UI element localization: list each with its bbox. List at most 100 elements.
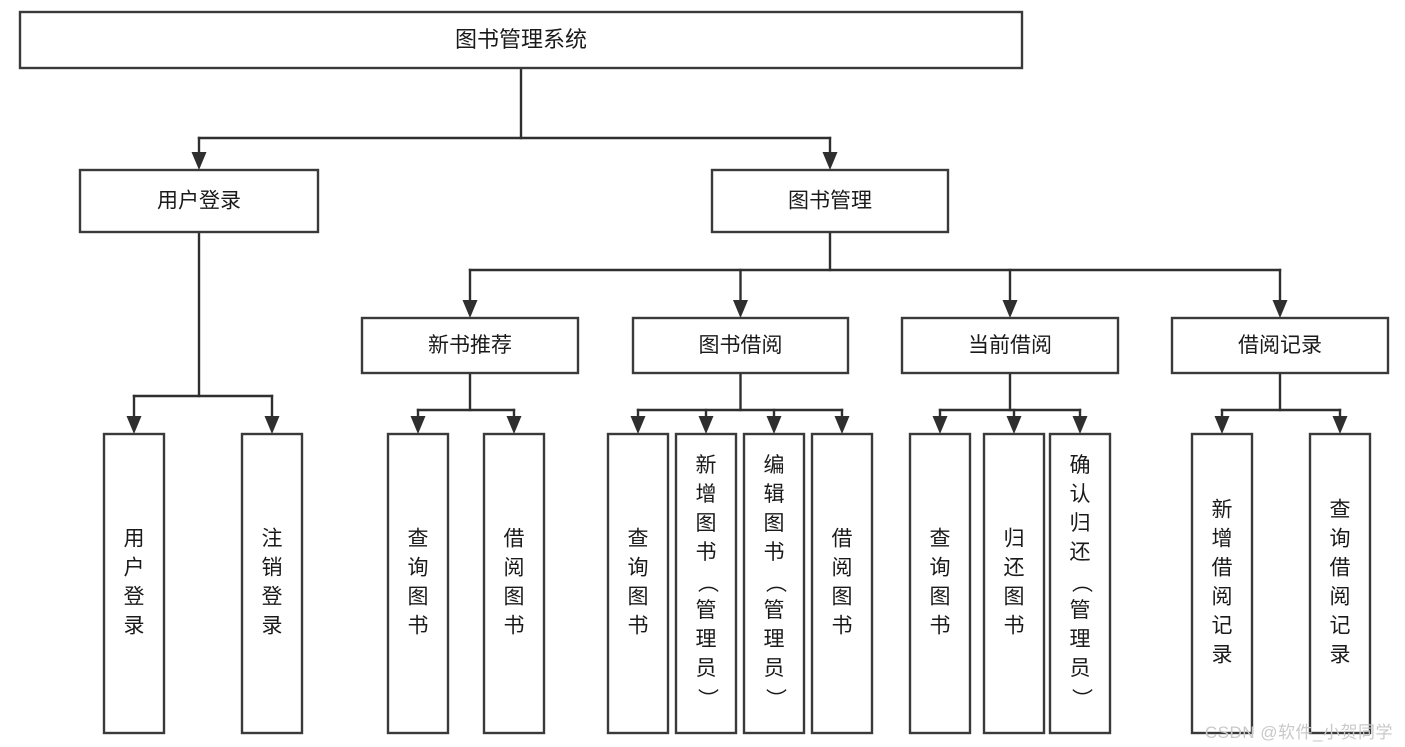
node-borrow-record[interactable]: 借阅记录 (1170, 316, 1390, 375)
svg-text:录: 录 (262, 615, 283, 638)
svg-text:查: 查 (930, 528, 951, 551)
svg-text:）: ） (763, 688, 786, 709)
svg-text:户: 户 (124, 557, 145, 580)
svg-text:借: 借 (1212, 557, 1233, 580)
arrow-head-icon-user-login (191, 152, 207, 170)
arrow-head-icon-leaf-return-book (1006, 416, 1022, 434)
svg-text:录: 录 (124, 615, 145, 638)
svg-text:（: （ (763, 572, 786, 593)
svg-text:图: 图 (504, 586, 525, 609)
svg-text:图: 图 (628, 586, 649, 609)
leaf-leaf-return-book-rect (982, 432, 1046, 735)
leaf-leaf-confirm-return-admin-rect (1048, 432, 1112, 735)
svg-text:图: 图 (1004, 586, 1025, 609)
svg-text:书: 书 (1004, 615, 1025, 638)
svg-text:借: 借 (832, 528, 853, 551)
node-book-manage[interactable]: 图书管理 (710, 168, 950, 234)
arrow-head-icon-book-manage (822, 152, 838, 170)
svg-text:图: 图 (832, 586, 853, 609)
node-borrow-record-rect (1170, 316, 1390, 375)
arrow-head-icon-leaf-add-borrow-record (1214, 416, 1230, 434)
node-root-label: 图书管理系统 (455, 27, 587, 52)
svg-text:询: 询 (628, 557, 649, 580)
svg-text:查: 查 (628, 528, 649, 551)
svg-text:书: 书 (832, 615, 853, 638)
leaf-leaf-borrow-book-1-rect (482, 432, 546, 735)
leaf-leaf-user-login[interactable]: 用户登录 (102, 432, 166, 735)
svg-text:录: 录 (1330, 644, 1351, 667)
arrow-head-icon-leaf-edit-book-admin (766, 416, 782, 434)
svg-text:增: 增 (696, 483, 717, 506)
node-borrow-record-label: 借阅记录 (1238, 334, 1322, 357)
svg-text:归: 归 (1070, 512, 1091, 535)
node-current-borrow[interactable]: 当前借阅 (900, 316, 1120, 375)
node-book-borrow-label: 图书借阅 (699, 334, 783, 357)
svg-text:新: 新 (1212, 499, 1233, 522)
node-new-book-recommend-label: 新书推荐 (428, 334, 512, 357)
svg-text:新: 新 (696, 454, 717, 477)
leaf-leaf-query-book-3-rect (908, 432, 972, 735)
node-user-login[interactable]: 用户登录 (78, 168, 320, 234)
svg-text:书: 书 (628, 615, 649, 638)
svg-text:认: 认 (1070, 483, 1091, 506)
leaf-leaf-edit-book-admin-rect (742, 432, 806, 735)
svg-text:图: 图 (930, 586, 951, 609)
node-book-manage-rect (710, 168, 950, 234)
arrow-head-icon-leaf-query-book-1 (410, 416, 426, 434)
svg-text:记: 记 (1212, 615, 1233, 638)
svg-text:阅: 阅 (504, 557, 525, 580)
svg-text:图: 图 (408, 586, 429, 609)
arrow-head-icon-leaf-borrow-book-2 (834, 416, 850, 434)
svg-text:辑: 辑 (764, 483, 785, 506)
nodes-layer: 图书管理系统用户登录图书管理新书推荐图书借阅当前借阅借阅记录用户登录注销登录查询… (18, 10, 1390, 735)
svg-text:确: 确 (1070, 454, 1091, 477)
svg-text:录: 录 (1212, 644, 1233, 667)
svg-text:查: 查 (1330, 499, 1351, 522)
node-root[interactable]: 图书管理系统 (18, 10, 1024, 70)
svg-text:询: 询 (408, 557, 429, 580)
svg-text:阅: 阅 (832, 557, 853, 580)
svg-text:理: 理 (1070, 628, 1091, 651)
svg-text:归: 归 (1004, 528, 1025, 551)
node-book-borrow-rect (631, 316, 850, 375)
svg-text:管: 管 (764, 599, 785, 622)
arrow-head-icon-leaf-borrow-book-1 (506, 416, 522, 434)
svg-text:（: （ (1069, 572, 1092, 593)
svg-text:询: 询 (930, 557, 951, 580)
svg-text:员: 员 (1070, 657, 1091, 680)
node-book-borrow[interactable]: 图书借阅 (631, 316, 850, 375)
svg-text:图: 图 (696, 512, 717, 535)
leaf-leaf-add-borrow-record-rect (1190, 432, 1254, 735)
node-new-book-recommend[interactable]: 新书推荐 (360, 316, 580, 375)
arrow-head-icon-leaf-query-book-3 (932, 416, 948, 434)
svg-text:理: 理 (696, 628, 717, 651)
svg-text:书: 书 (696, 541, 717, 564)
svg-text:销: 销 (262, 557, 283, 580)
node-current-borrow-label: 当前借阅 (968, 334, 1052, 357)
node-user-login-rect (78, 168, 320, 234)
svg-text:）: ） (695, 688, 718, 709)
leaf-leaf-logout-login-rect (240, 432, 304, 735)
arrow-head-icon-new-book-recommend (462, 300, 478, 318)
svg-text:图: 图 (764, 512, 785, 535)
